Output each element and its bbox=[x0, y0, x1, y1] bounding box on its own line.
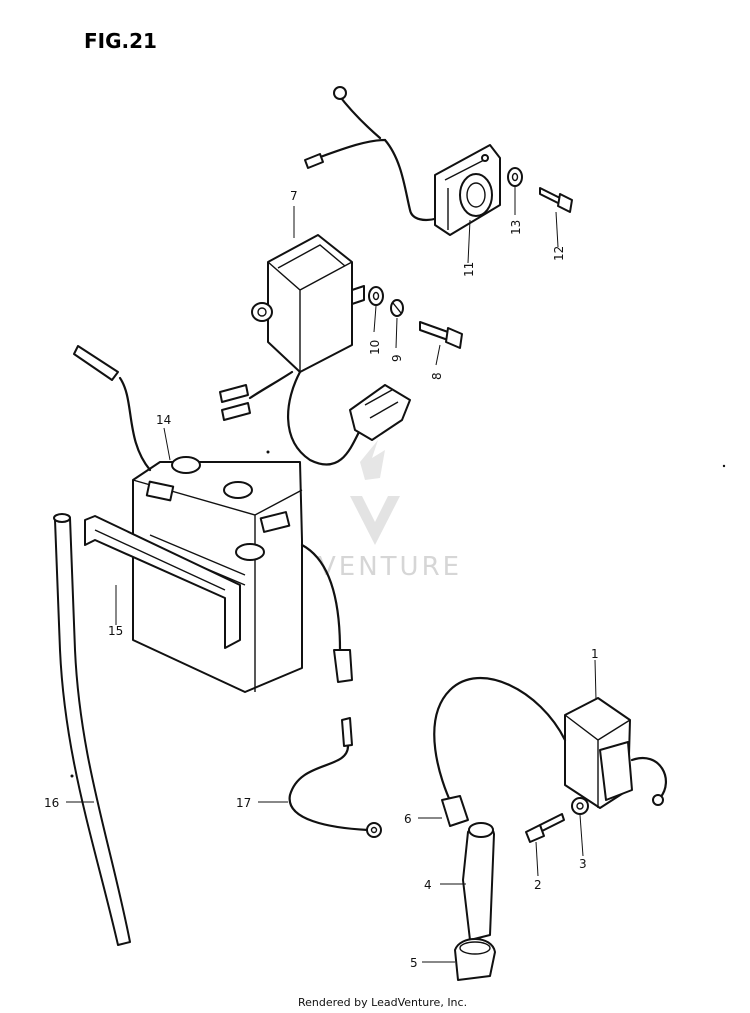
regulator-harness bbox=[219, 370, 411, 466]
watermark-logo: VENTURE bbox=[318, 440, 462, 582]
part-15-battery-band bbox=[84, 515, 241, 649]
callout-3: 3 bbox=[579, 857, 587, 871]
callout-10: 10 bbox=[368, 340, 382, 355]
callout-labels: 1 2 3 4 5 6 7 8 9 10 11 12 13 14 15 16 1… bbox=[44, 189, 599, 970]
speck bbox=[722, 464, 726, 468]
callout-2: 2 bbox=[534, 878, 542, 892]
callout-16: 16 bbox=[44, 796, 59, 810]
part-10-washer bbox=[368, 286, 384, 306]
part-6-plug-cap-and-lead bbox=[433, 677, 567, 827]
callout-1: 1 bbox=[591, 647, 599, 661]
part-11-cutout-relay bbox=[304, 86, 501, 236]
part-12-screw bbox=[539, 187, 573, 213]
part-1-ignition-coil bbox=[564, 697, 667, 809]
part-2-screw bbox=[525, 813, 565, 843]
callout-4: 4 bbox=[424, 878, 432, 892]
callout-14: 14 bbox=[156, 413, 171, 427]
part-4-plug-cap bbox=[462, 822, 495, 941]
callout-9: 9 bbox=[390, 354, 404, 362]
callout-11: 11 bbox=[462, 262, 476, 277]
part-3-washer bbox=[571, 797, 589, 815]
callout-12: 12 bbox=[552, 246, 566, 261]
part-8-screw bbox=[419, 321, 463, 349]
callout-8: 8 bbox=[430, 372, 444, 380]
speck bbox=[70, 774, 74, 778]
callout-13: 13 bbox=[509, 220, 523, 235]
callout-7: 7 bbox=[290, 189, 298, 203]
callout-15: 15 bbox=[108, 624, 123, 638]
part-17-ground-lead bbox=[288, 543, 382, 838]
speck bbox=[266, 450, 270, 454]
figure-title: FIG.21 bbox=[84, 29, 157, 53]
callout-5: 5 bbox=[410, 956, 418, 970]
part-5-plug-boot bbox=[454, 938, 496, 981]
callout-17: 17 bbox=[236, 796, 251, 810]
leader-lines bbox=[66, 187, 597, 963]
part-13-washer bbox=[507, 167, 523, 187]
callout-6: 6 bbox=[404, 812, 412, 826]
part-9-lock-washer bbox=[390, 299, 404, 317]
part-16-breather-hose bbox=[53, 513, 131, 946]
battery-breather-lead bbox=[73, 345, 152, 472]
part-7-regulator bbox=[251, 234, 365, 373]
watermark-text: VENTURE bbox=[318, 552, 462, 582]
credit-text: Rendered by LeadVenture, Inc. bbox=[298, 996, 467, 1009]
